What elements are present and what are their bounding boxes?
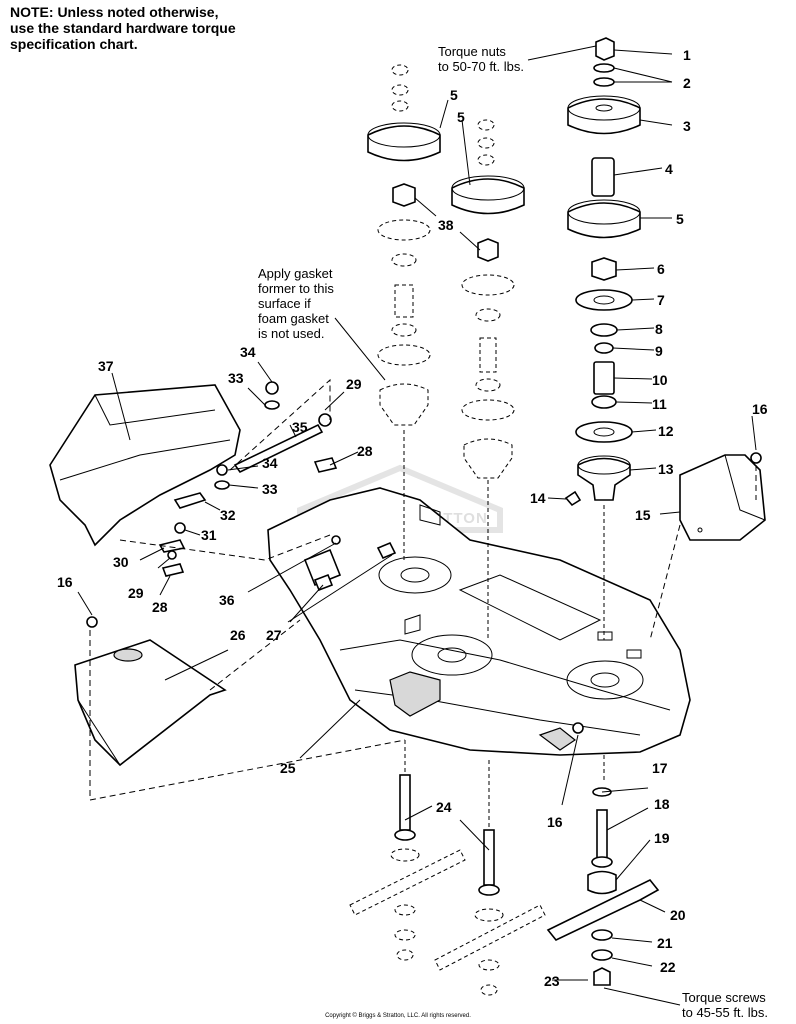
callout-24: 24 bbox=[436, 799, 452, 815]
callout-16a: 16 bbox=[752, 401, 768, 417]
callout-5b: 5 bbox=[457, 109, 465, 125]
torque-note: NOTE: Unless noted otherwise, use the st… bbox=[10, 4, 236, 52]
callout-8: 8 bbox=[655, 321, 663, 337]
left-spindle-stack bbox=[367, 64, 441, 560]
assembly-lines bbox=[89, 378, 757, 801]
right-spindle-stack bbox=[564, 37, 641, 640]
callout-17: 17 bbox=[652, 760, 668, 776]
callout-31: 31 bbox=[201, 527, 217, 543]
leader-lines bbox=[77, 45, 757, 1006]
center-spindle-stack bbox=[451, 119, 525, 640]
callout-26: 26 bbox=[230, 627, 246, 643]
callout-28b: 28 bbox=[152, 599, 168, 615]
callout-9: 9 bbox=[655, 343, 663, 359]
callout-38a: 38 bbox=[438, 217, 454, 233]
callout-37: 37 bbox=[98, 358, 114, 374]
right-cover bbox=[679, 454, 766, 541]
callout-23: 23 bbox=[544, 973, 560, 989]
callout-3: 3 bbox=[683, 118, 691, 134]
left-shield bbox=[49, 384, 241, 547]
callout-28a: 28 bbox=[357, 443, 373, 459]
callout-29b: 29 bbox=[128, 585, 144, 601]
callout-34a: 34 bbox=[240, 344, 256, 360]
left-cover bbox=[74, 639, 227, 767]
callout-2: 2 bbox=[683, 75, 691, 91]
callout-36: 36 bbox=[219, 592, 235, 608]
callout-22: 22 bbox=[660, 959, 676, 975]
callout-14: 14 bbox=[530, 490, 546, 506]
callout-15: 15 bbox=[635, 507, 651, 523]
callout-5c: 5 bbox=[676, 211, 684, 227]
callout-20: 20 bbox=[670, 907, 686, 923]
mower-deck bbox=[267, 487, 691, 756]
callout-32: 32 bbox=[220, 507, 236, 523]
callout-6: 6 bbox=[657, 261, 665, 277]
callout-27: 27 bbox=[266, 627, 282, 643]
callout-16c: 16 bbox=[547, 814, 563, 830]
torque-nuts-note: Torque nuts to 50-70 ft. lbs. bbox=[438, 44, 524, 74]
linkage-hardware bbox=[86, 381, 762, 734]
callout-33a: 33 bbox=[228, 370, 244, 386]
callout-30: 30 bbox=[113, 554, 129, 570]
callout-25: 25 bbox=[280, 760, 296, 776]
callout-12: 12 bbox=[658, 423, 674, 439]
callout-11: 11 bbox=[652, 396, 667, 412]
callout-16b: 16 bbox=[57, 574, 73, 590]
callout-18: 18 bbox=[654, 796, 670, 812]
callout-19: 19 bbox=[654, 830, 670, 846]
callout-35: 35 bbox=[292, 419, 308, 435]
callout-1: 1 bbox=[683, 47, 691, 63]
copyright: Copyright © Briggs & Stratton, LLC. All … bbox=[325, 1013, 471, 1019]
callout-29a: 29 bbox=[346, 376, 362, 392]
callout-7: 7 bbox=[657, 292, 665, 308]
callout-33b: 33 bbox=[262, 481, 278, 497]
callout-numbers: 1 2 3 4 5 5 5 6 7 8 9 10 11 12 13 14 15 … bbox=[57, 47, 768, 989]
callout-21: 21 bbox=[657, 935, 673, 951]
callout-34b: 34 bbox=[262, 455, 278, 471]
gasket-note: Apply gasket former to this surface if f… bbox=[258, 266, 334, 341]
torque-screws-note: Torque screws to 45-55 ft. lbs. bbox=[682, 990, 768, 1020]
callout-4: 4 bbox=[665, 161, 673, 177]
blade-assemblies bbox=[349, 740, 660, 996]
callout-10: 10 bbox=[652, 372, 668, 388]
callout-13: 13 bbox=[658, 461, 674, 477]
callout-5a: 5 bbox=[450, 87, 458, 103]
